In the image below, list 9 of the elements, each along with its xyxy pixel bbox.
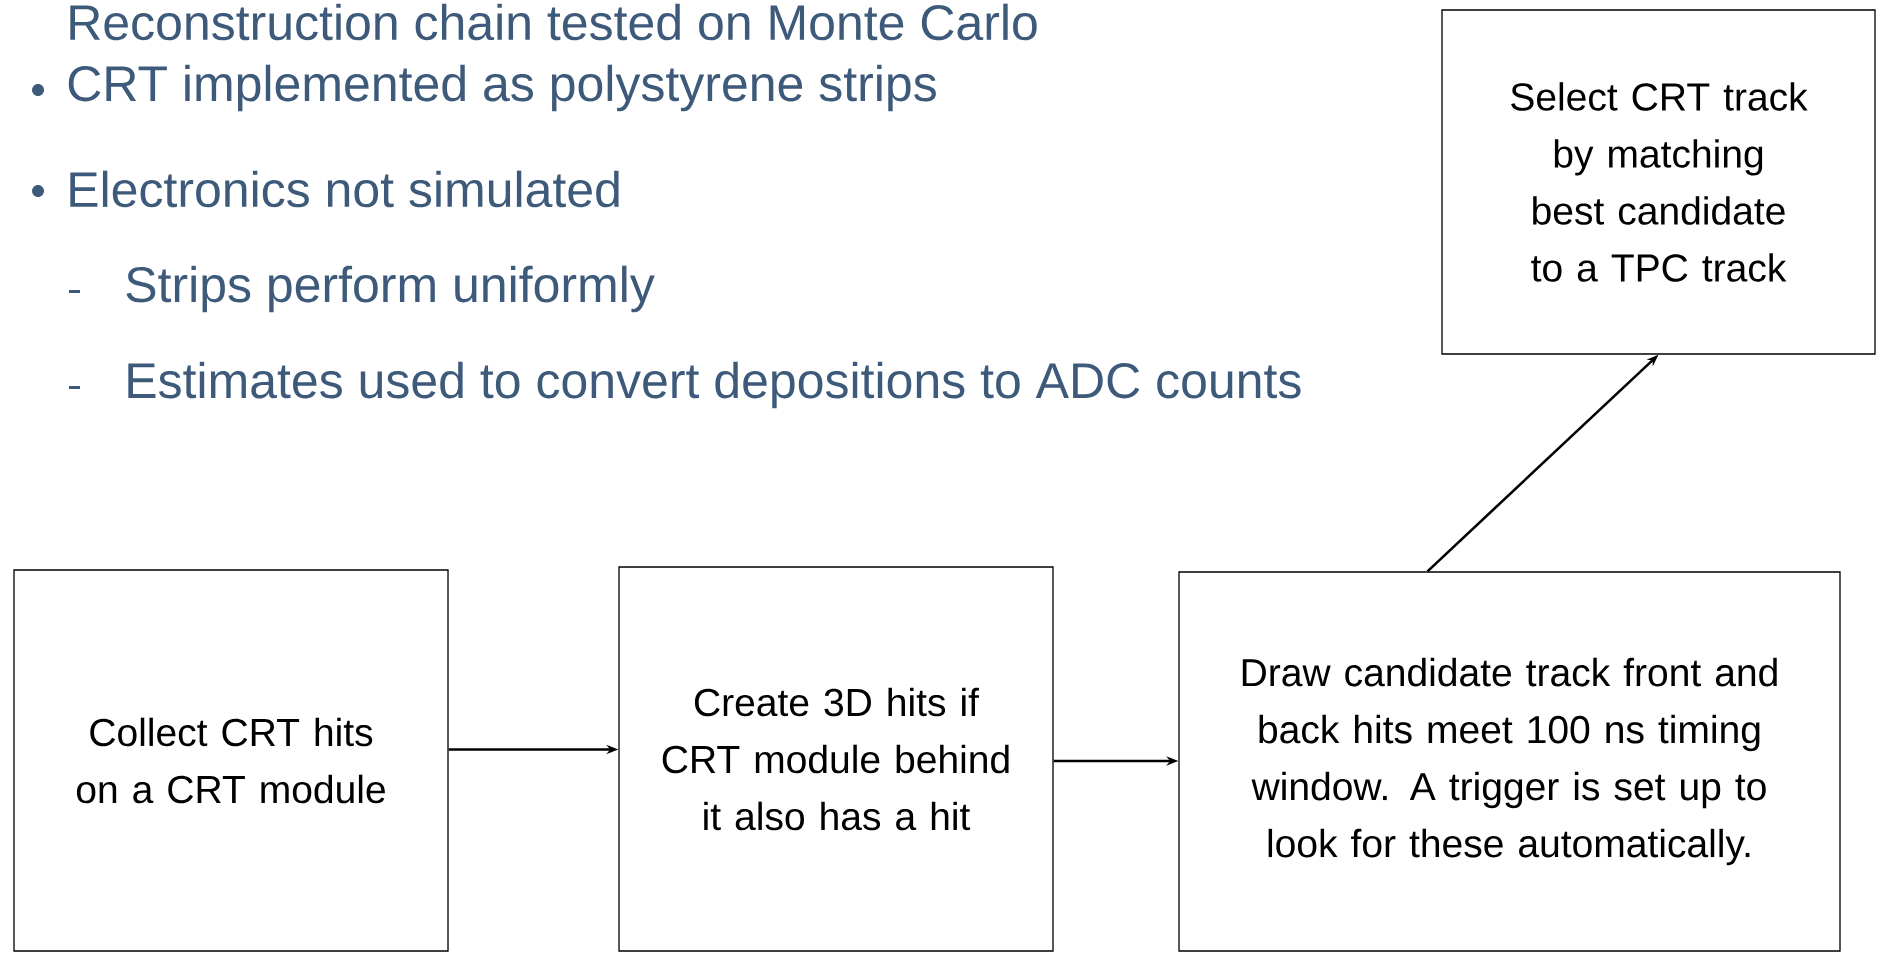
bullet-text: CRT implemented as polystyrene strips [68,64,936,112]
bullet-text: Strips perform uniformly [126,265,655,313]
process-box: Create 3D hits if CRT module behind it also has a hit [618,566,1054,952]
process-box: Collect CRT hits on a CRT module [13,569,449,952]
note-text: Reconstruction chain tested on Monte Carlo [70,3,1037,41]
process-box: Draw candidate track front and back hits meet 100 ns timing window. A trigger is set up to look for these automatically. [1178,571,1841,952]
bullet-text: Electronics not simulated [70,170,619,208]
process-box: Select CRT track by matching best candidate to a TPC track [1441,9,1876,355]
bullet-text: Estimates used to convert depositions to ADC counts [128,361,1301,409]
